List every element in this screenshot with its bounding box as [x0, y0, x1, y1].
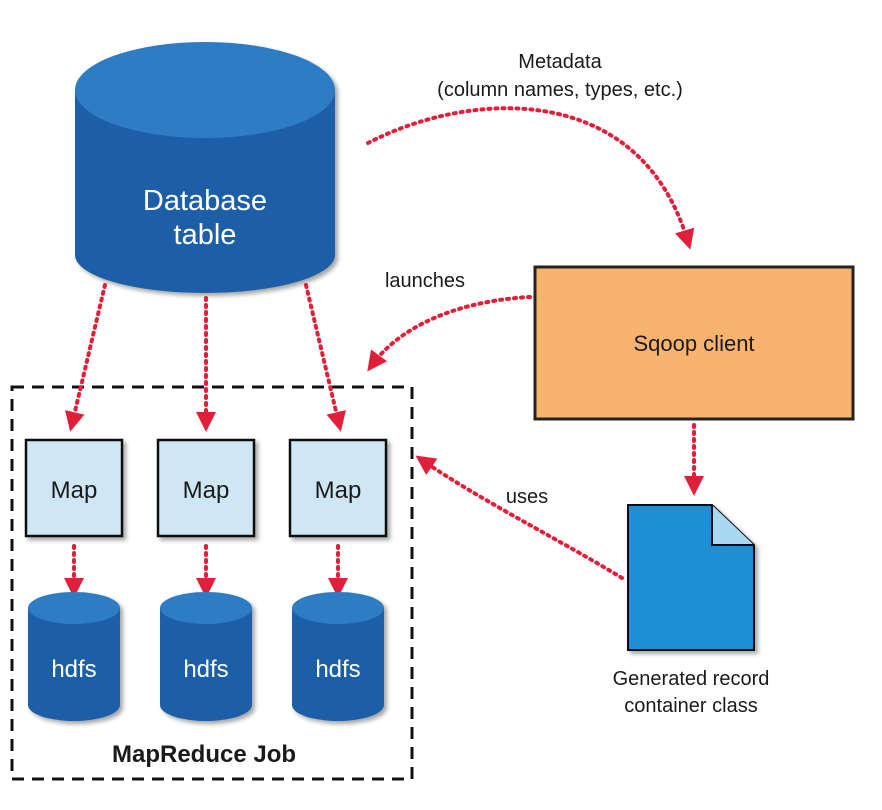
map-label-1: Map	[51, 477, 98, 504]
hdfs-cylinder-3	[292, 592, 384, 721]
map-box-1	[24, 438, 124, 538]
map-box-3	[288, 438, 388, 538]
metadata-label-line1: Metadata	[518, 51, 602, 73]
map-label-2: Map	[183, 477, 230, 504]
db-to-map-1-arrow	[65, 283, 107, 432]
hdfs-label-3: hdfs	[315, 656, 360, 683]
mapreduce-job-boundary	[10, 385, 414, 781]
database-label-line1: Database	[143, 185, 267, 217]
sqoop-client-box	[533, 265, 855, 421]
generated-class-label-line2: container class	[624, 695, 757, 717]
hdfs-label-1: hdfs	[51, 656, 96, 683]
metadata-label-line2: (column names, types, etc.)	[437, 79, 683, 101]
launches-label: launches	[385, 270, 465, 292]
db-to-map-3-arrow	[304, 283, 346, 432]
sqoop-client-label: Sqoop client	[633, 331, 754, 356]
database-table-cylinder	[75, 42, 335, 293]
metadata-arrow	[366, 106, 695, 250]
launches-arrow	[367, 295, 532, 372]
generated-class-label-line1: Generated record	[613, 668, 770, 690]
hdfs-cylinder-1	[28, 592, 120, 721]
generated-record-document-icon	[627, 504, 755, 651]
mapreduce-job-title: MapReduce Job	[112, 741, 296, 768]
map-label-3: Map	[315, 477, 362, 504]
map-box-2	[156, 438, 256, 538]
uses-label: uses	[506, 486, 548, 508]
hdfs-label-2: hdfs	[183, 656, 228, 683]
uses-arrow	[415, 455, 624, 580]
hdfs-cylinder-2	[160, 592, 252, 721]
database-label-line2: table	[174, 219, 237, 251]
